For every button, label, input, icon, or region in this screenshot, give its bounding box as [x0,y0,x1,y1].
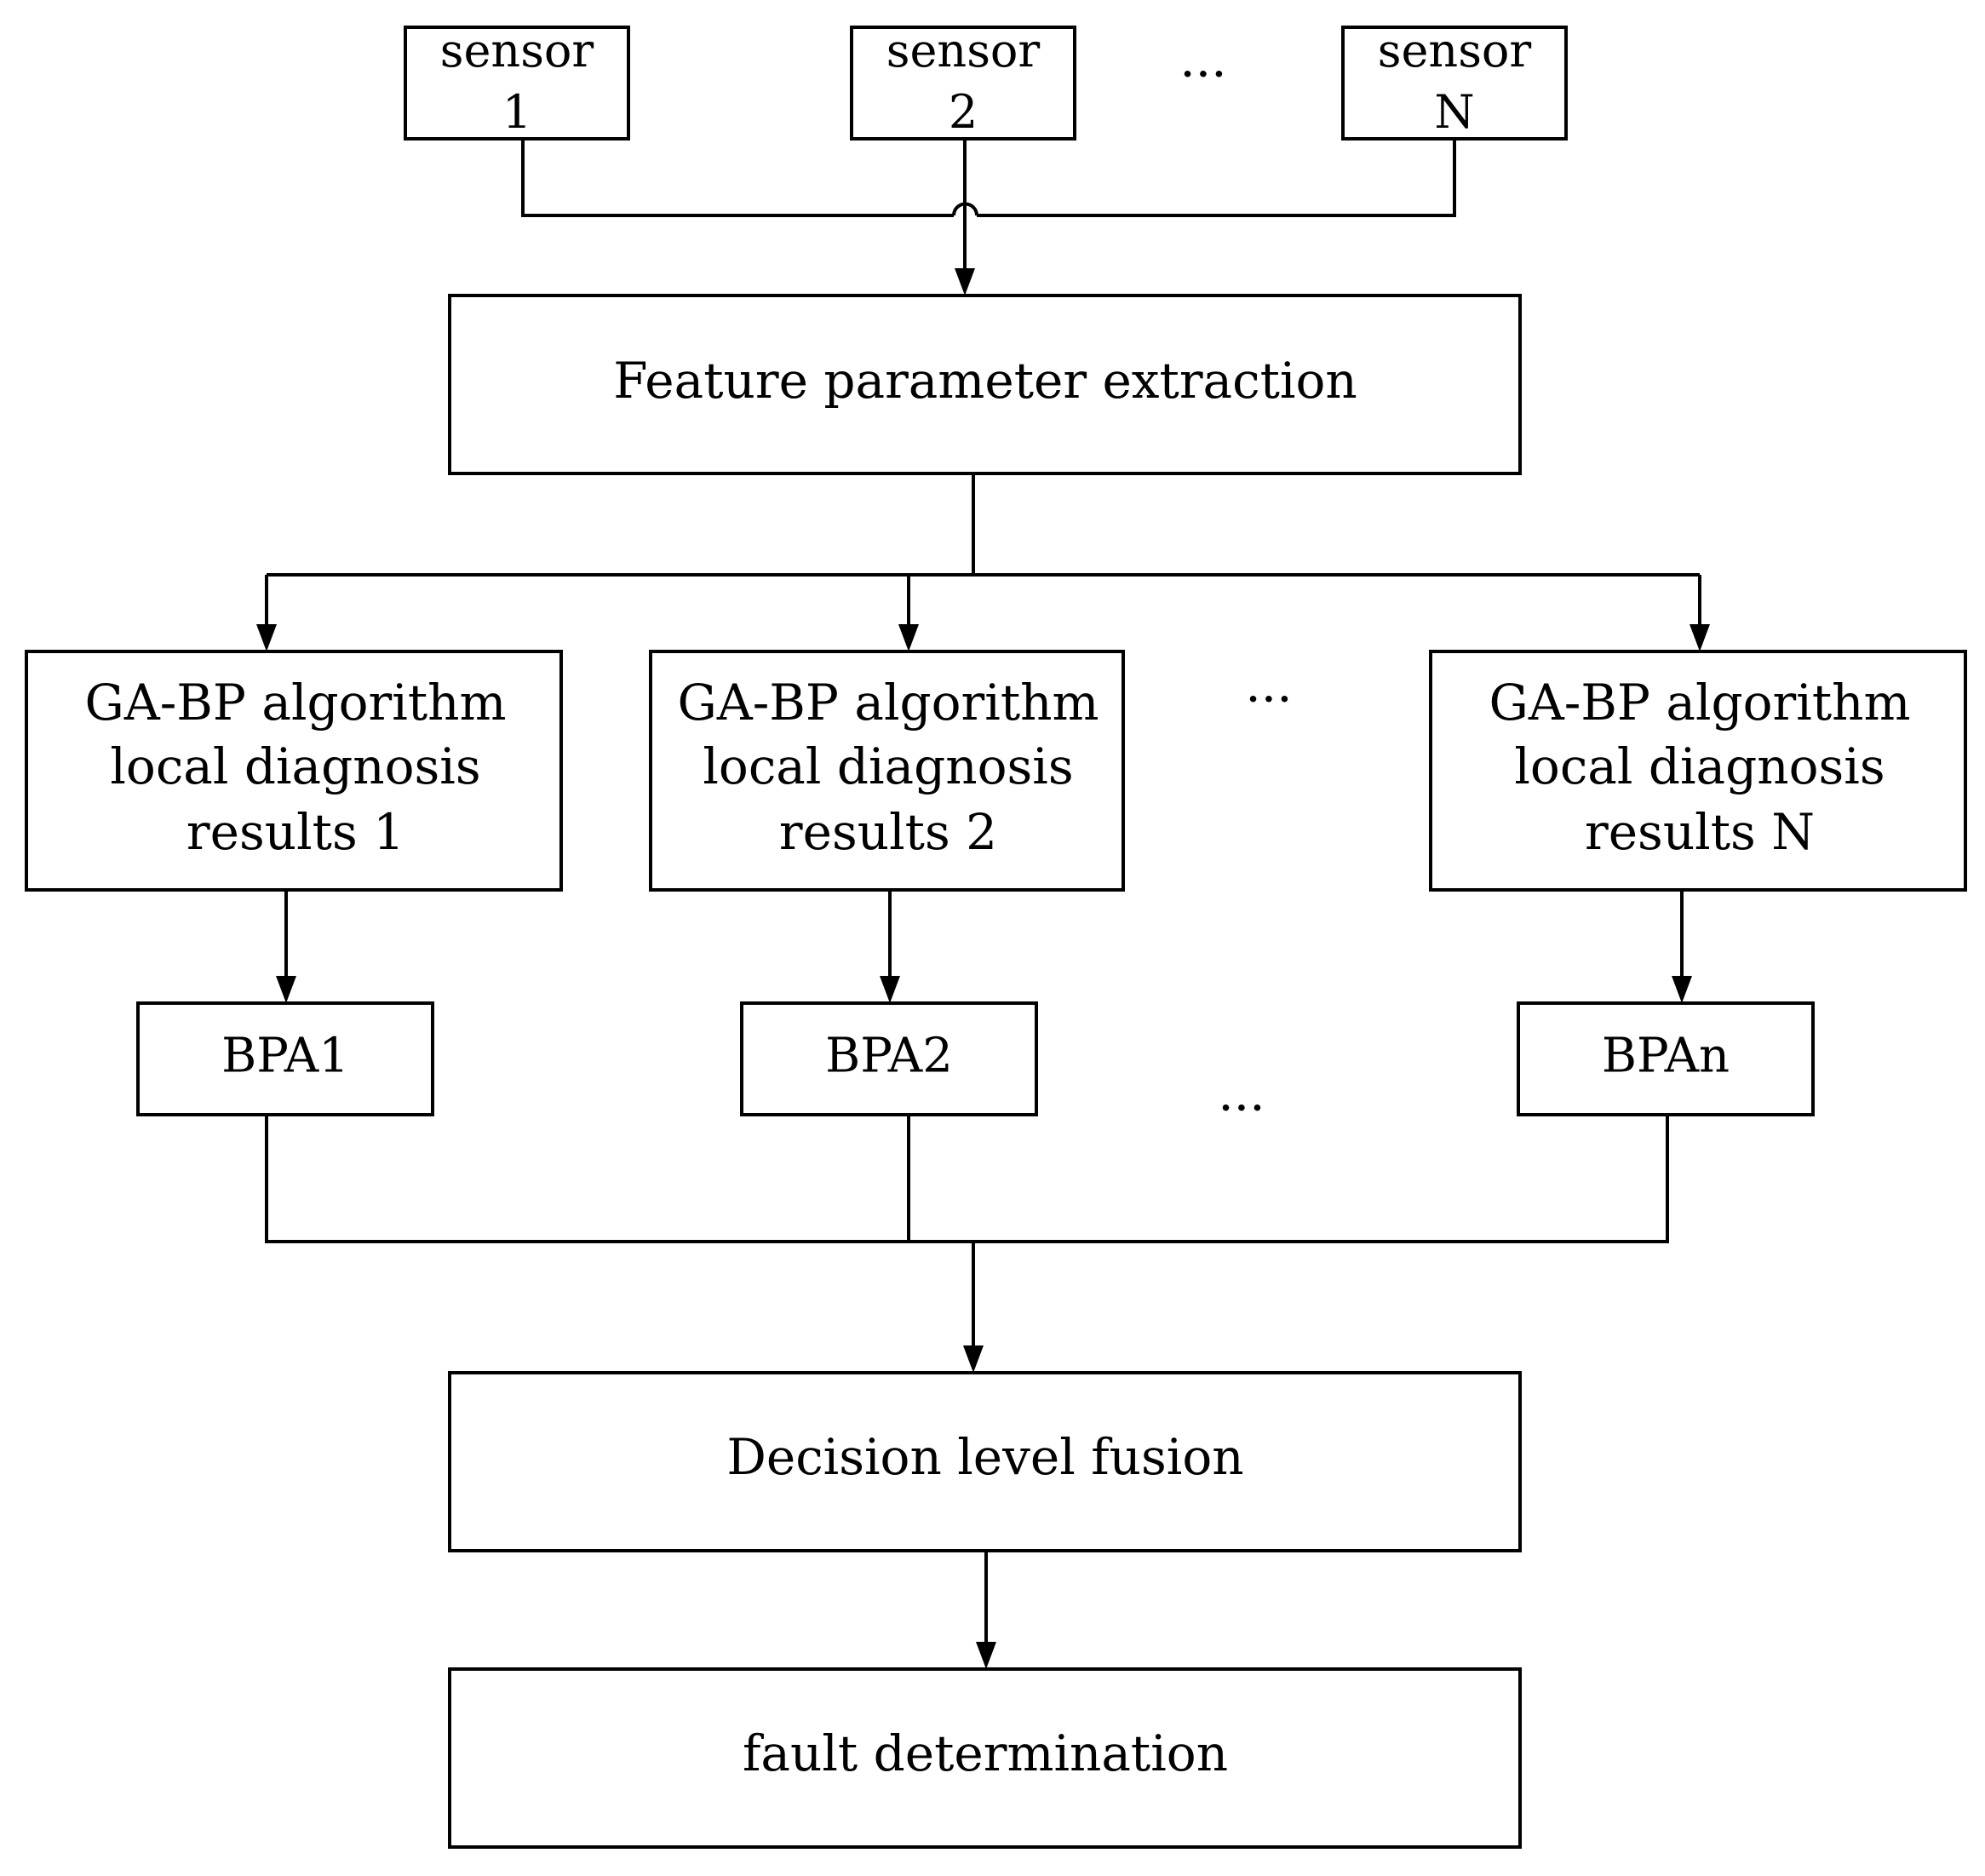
bpa-ellipsis: ··· [1218,1079,1265,1137]
local-diagnosis-N-node: GA-BP algorithm local diagnosis results … [1429,650,1967,892]
local-diagnosis-N-line1: GA-BP algorithm [1489,674,1910,731]
sensor-1-label-line2: 1 [502,85,531,139]
bpa-n-node: BPAn [1517,1001,1815,1116]
sensor-N-label-line2: N [1434,85,1474,139]
arrowhead-bpa2 [880,976,900,1003]
local-diagnosis-N-line3: results N [1585,803,1815,861]
arrowhead-fusion [963,1345,984,1373]
decision-fusion-label: Decision level fusion [726,1428,1243,1486]
local-diagnosis-2-line1: GA-BP algorithm [677,674,1099,731]
arrowhead-ga2 [898,624,919,651]
sensor-2-node: sensor 2 [850,24,1076,141]
fault-determination-label: fault determination [743,1724,1228,1782]
decision-fusion-node: Decision level fusion [448,1371,1522,1552]
local-diagnosis-2-node: GA-BP algorithm local diagnosis results … [649,650,1125,892]
feature-extraction-node: Feature parameter extraction [448,294,1522,475]
arrowhead-ga1 [256,624,277,651]
sensor-1-label-line1: sensor [440,24,594,77]
bpa-n-label: BPAn [1602,1029,1730,1084]
local-diagnosis-2-line3: results 2 [779,803,997,861]
local-diagnosis-1-line1: GA-BP algorithm [84,674,506,731]
sensor-ellipsis: ··· [1179,45,1226,103]
bpa-1-node: BPA1 [136,1001,434,1116]
arrowhead-fault [976,1642,996,1669]
bpa-2-label: BPA2 [825,1029,953,1084]
connector-bpa1-down [265,1116,1669,1243]
connector-sensorN [977,139,1456,217]
sensor-2-label-line2: 2 [949,85,978,139]
sensor-N-node: sensor N [1341,24,1568,141]
fault-determination-node: fault determination [448,1667,1522,1849]
bpa-2-node: BPA2 [740,1001,1038,1116]
arrowhead-bpan [1672,976,1692,1003]
bpa-1-label: BPA1 [221,1029,349,1084]
local-diagnosis-ellipsis: ··· [1245,670,1292,728]
sensor-N-label-line1: sensor [1378,24,1532,77]
local-diagnosis-1-node: GA-BP algorithm local diagnosis results … [25,650,563,892]
sensor-2-label-line1: sensor [886,24,1041,77]
arrowhead-bpa1 [276,976,296,1003]
arrowhead-feature [955,268,975,295]
local-diagnosis-1-line3: results 1 [186,803,404,861]
sensor-1-node: sensor 1 [404,24,630,141]
feature-extraction-label: Feature parameter extraction [613,352,1357,410]
local-diagnosis-2-line2: local diagnosis [703,737,1073,795]
local-diagnosis-N-line2: local diagnosis [1514,737,1885,795]
arrowhead-gaN [1690,624,1710,651]
connector-sensor1 [521,139,954,217]
local-diagnosis-1-line2: local diagnosis [110,737,480,795]
